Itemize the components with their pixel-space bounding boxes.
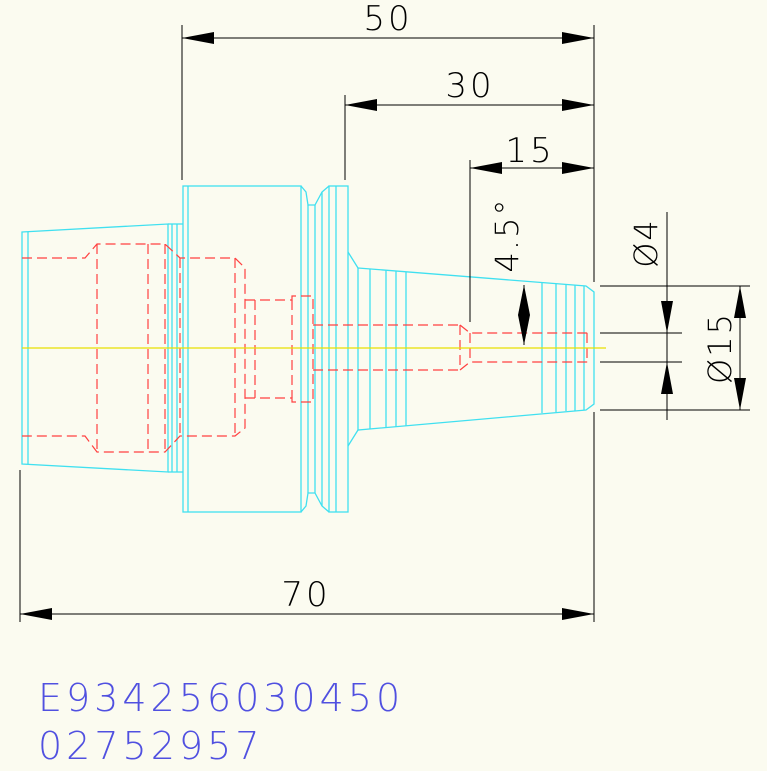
middle-bore	[245, 295, 314, 403]
taper-shank	[357, 267, 595, 431]
part-number: E934256030450	[38, 676, 405, 720]
dim-50: 50	[363, 0, 412, 39]
dim-taper-angle: 4.5°	[488, 198, 526, 273]
dim-30: 30	[445, 66, 494, 106]
dim-70: 70	[281, 575, 330, 615]
right-flange	[328, 185, 349, 513]
dim-dia-4: Ø4	[627, 218, 665, 268]
flange-groove	[300, 185, 330, 206]
article-number: 02752957	[38, 724, 264, 768]
dim-dia-15: Ø15	[701, 312, 739, 384]
part-outline	[21, 185, 595, 513]
flange-body	[182, 185, 302, 513]
dimension-labels: 50 30 15 70 4.5° Ø4 Ø15	[281, 0, 739, 615]
dim-15: 15	[505, 131, 554, 171]
dimension-lines	[19, 25, 750, 622]
